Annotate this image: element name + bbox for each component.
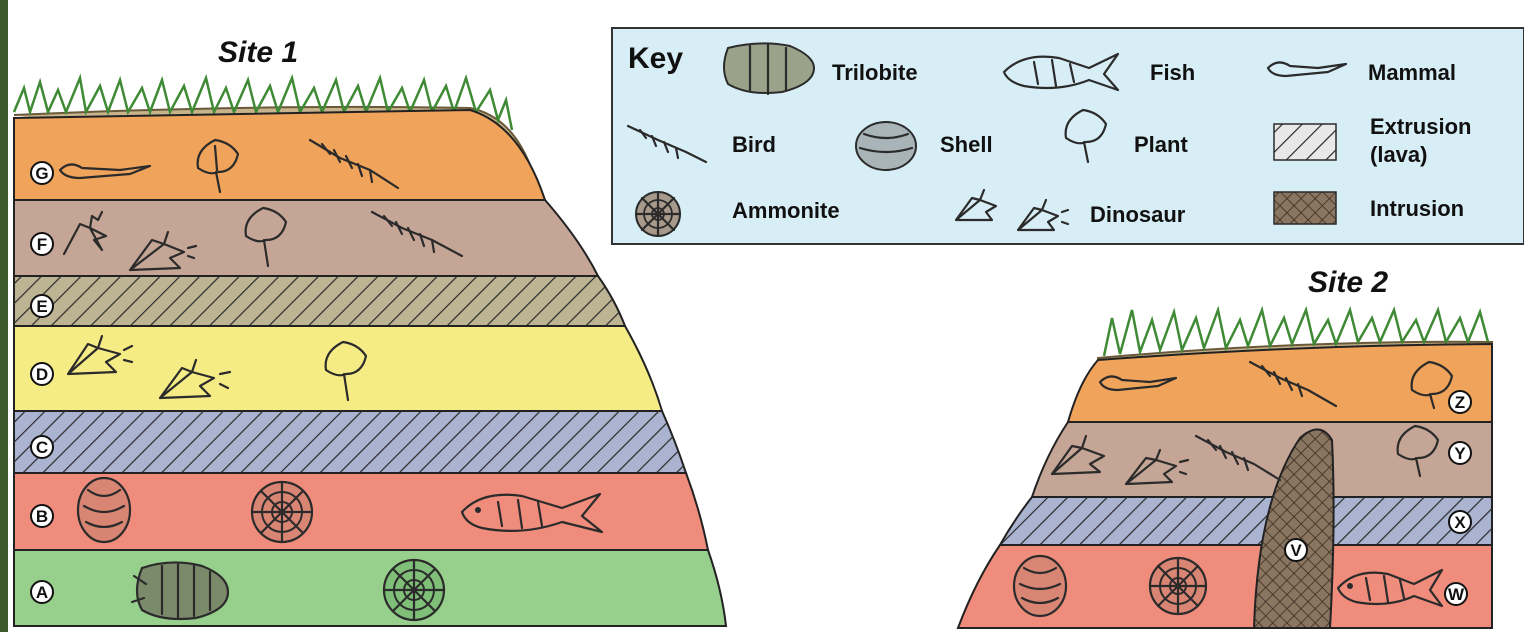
- ammonite-icon: [384, 560, 444, 620]
- site-2-letter-z: Z: [1449, 391, 1471, 413]
- site-2-letter-y: Y: [1449, 442, 1471, 464]
- key-box: Key Trilobite Fish Mammal Bird Shell: [612, 28, 1524, 244]
- site-1-title: Site 1: [218, 36, 298, 69]
- key-label-plant: Plant: [1134, 132, 1188, 157]
- intrusion-swatch-icon: [1274, 192, 1336, 224]
- svg-text:V: V: [1290, 541, 1302, 560]
- key-label-ammonite: Ammonite: [732, 198, 840, 223]
- site-1-letter-a: A: [31, 581, 53, 603]
- shell-icon: [856, 122, 916, 170]
- site-2-letter-x: X: [1449, 511, 1471, 533]
- ammonite-icon: [1150, 558, 1206, 614]
- ammonite-icon: [252, 482, 312, 542]
- site-1-layer-c-hatch: [14, 411, 686, 473]
- key-label-shell: Shell: [940, 132, 993, 157]
- key-label-lava: (lava): [1370, 142, 1427, 167]
- site-1-layer-e-hatch: [14, 276, 625, 326]
- svg-text:W: W: [1448, 585, 1465, 604]
- site-1-letter-f: F: [31, 233, 53, 255]
- key-label-trilobite: Trilobite: [832, 60, 918, 85]
- shell-icon: [1014, 556, 1066, 616]
- site-2-letter-v: V: [1285, 539, 1307, 561]
- shell-icon: [78, 478, 130, 542]
- key-label-fish: Fish: [1150, 60, 1195, 85]
- svg-text:F: F: [37, 235, 47, 254]
- site-1-letter-d: D: [31, 363, 53, 385]
- site-1-letter-g: G: [31, 162, 53, 184]
- svg-text:C: C: [36, 438, 48, 457]
- key-label-mammal: Mammal: [1368, 60, 1456, 85]
- ammonite-icon: [636, 192, 680, 236]
- key-label-dinosaur: Dinosaur: [1090, 202, 1186, 227]
- trilobite-icon: [132, 562, 228, 619]
- svg-text:E: E: [36, 297, 47, 316]
- site-2-title: Site 2: [1308, 266, 1388, 299]
- site-2-layer-x-hatch: [1000, 497, 1492, 545]
- site-1-layer-a: [14, 550, 726, 626]
- svg-text:B: B: [36, 507, 48, 526]
- trilobite-icon: [724, 43, 814, 94]
- svg-text:Z: Z: [1455, 393, 1465, 412]
- site-1-letter-c: C: [31, 436, 53, 458]
- key-title: Key: [628, 42, 683, 75]
- svg-text:Y: Y: [1454, 444, 1466, 463]
- site-1-letter-b: B: [31, 505, 53, 527]
- svg-text:X: X: [1454, 513, 1466, 532]
- site-1-layer-g: [14, 110, 545, 200]
- key-label-intrusion: Intrusion: [1370, 196, 1464, 221]
- extrusion-swatch-icon: [1274, 124, 1336, 160]
- site-2-letter-w: W: [1445, 583, 1467, 605]
- svg-text:G: G: [35, 164, 48, 183]
- svg-text:D: D: [36, 365, 48, 384]
- key-label-bird: Bird: [732, 132, 776, 157]
- site-2-layer-y: [1032, 422, 1492, 497]
- site-1-letter-e: E: [31, 295, 53, 317]
- svg-text:A: A: [36, 583, 48, 602]
- key-label-extrusion: Extrusion: [1370, 114, 1471, 139]
